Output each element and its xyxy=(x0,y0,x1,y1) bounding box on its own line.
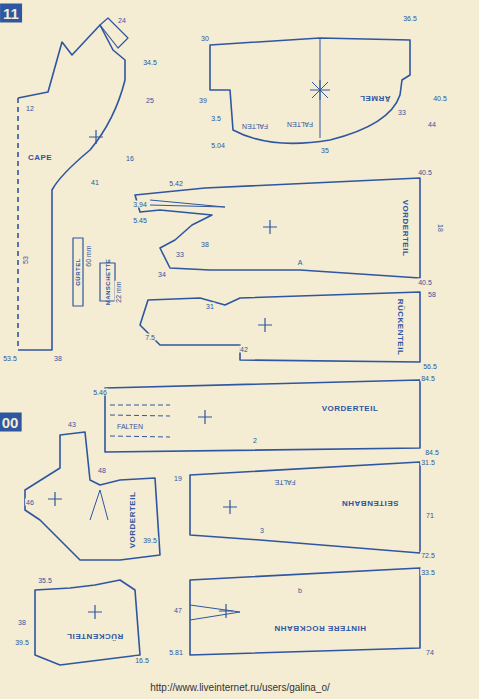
dimension-number: 48 xyxy=(97,467,107,474)
dimension-number: 34 xyxy=(157,271,167,278)
pattern-piece: CAPE xyxy=(28,153,52,162)
dimension-number: b xyxy=(297,587,303,594)
pattern-piece: RÜCKENTEIL xyxy=(396,299,405,356)
dimension-number: 12 xyxy=(25,105,35,112)
dimension-number: 43 xyxy=(67,421,77,428)
pattern-piece: SEITENBAHN xyxy=(341,499,398,508)
dimension-number: 35.5 xyxy=(37,577,53,584)
dimension-number: 58 xyxy=(427,291,437,298)
dimension-number: 84.5 xyxy=(420,375,436,382)
dimension-number: 53 xyxy=(22,255,29,265)
dimension-number: 7.5 xyxy=(144,334,156,341)
watermark: http://www.liveinternet.ru/users/galina_… xyxy=(149,683,331,693)
piece-name: ÄRMEL xyxy=(360,94,391,103)
dimension-number: FALTE xyxy=(274,479,297,486)
dimension-number: 39 xyxy=(198,97,208,104)
dimension-number: 56.5 xyxy=(422,363,438,370)
pattern-piece: VORDERTEIL xyxy=(401,200,410,257)
dimension-number: 5.45 xyxy=(132,217,148,224)
dimension-number: 5.81 xyxy=(168,649,184,656)
dimension-number: 34.5 xyxy=(142,59,158,66)
dimension-number: 46 xyxy=(25,499,35,506)
dimension-number: 40.5 xyxy=(417,169,433,176)
pattern-piece: RÜCKENTEIL xyxy=(67,632,124,641)
pattern-piece: GÜRTEL xyxy=(75,258,81,286)
pattern-piece: VORDERTEIL xyxy=(128,492,137,549)
dimension-number: 18 xyxy=(437,223,444,233)
dimension-number: 19 xyxy=(173,475,183,482)
piece-name: VORDERTEIL xyxy=(128,492,137,549)
dimension-number: 41 xyxy=(90,179,100,186)
dimension-number: 33.5 xyxy=(420,569,436,576)
dimension-number: 40.5 xyxy=(417,279,433,286)
dimension-number: 33 xyxy=(175,251,185,258)
dimension-number: 39.5 xyxy=(142,537,158,544)
piece-name: SEITENBAHN xyxy=(341,499,398,508)
dimension-number: 84.5 xyxy=(424,449,440,456)
dimension-number: 25 xyxy=(145,97,155,104)
dimension-number: 40.5 xyxy=(432,95,448,102)
dimension-number: 74 xyxy=(425,649,435,656)
pattern-number: 00 xyxy=(0,413,21,432)
dimension-number: FALTEN xyxy=(286,121,314,128)
dimension-number: 5.42 xyxy=(168,180,184,187)
dimension-number: 33 xyxy=(397,109,407,116)
piece-name: RÜCKENTEIL xyxy=(67,632,124,641)
dimension-number: 31 xyxy=(205,303,215,310)
dimension-number: 44 xyxy=(427,121,437,128)
dimension-number: 38 xyxy=(53,355,63,362)
dimension-number: FALTEN xyxy=(241,123,269,130)
dimension-number: 5.46 xyxy=(92,389,108,396)
piece-name: GÜRTEL xyxy=(75,258,81,286)
dimension-number: FALTEN xyxy=(116,423,144,430)
pattern-piece: ÄRMEL xyxy=(360,94,391,103)
dimension-number: 38 xyxy=(200,241,210,248)
dimension-number: 16.5 xyxy=(134,657,150,664)
piece-name: MANSCHETTE xyxy=(105,259,111,306)
dimension-number: 53.5 xyxy=(2,355,18,362)
dimension-number: 36.5 xyxy=(402,15,418,22)
dimension-number: A xyxy=(297,259,304,266)
dimension-number: 22 mm xyxy=(115,280,122,303)
piece-name: VORDERTEIL xyxy=(322,404,379,413)
dimension-number: 3.5 xyxy=(210,115,222,122)
dimension-number: 47 xyxy=(173,607,183,614)
piece-name: VORDERTEIL xyxy=(401,200,410,257)
piece-name: 11 xyxy=(3,5,19,22)
piece-name: CAPE xyxy=(28,153,52,162)
pattern-piece: MANSCHETTE xyxy=(105,259,111,306)
dimension-number: 39.5 xyxy=(14,639,30,646)
dimension-number: 42 xyxy=(239,346,249,353)
pattern-piece: HINTERE ROCKBAHN xyxy=(274,624,366,633)
dimension-number: 2 xyxy=(252,437,258,444)
dimension-number: 31.5 xyxy=(420,459,436,466)
dimension-number: 38 xyxy=(17,619,27,626)
dimension-number: 30 xyxy=(200,35,210,42)
pattern-number: 11 xyxy=(0,4,22,23)
dimension-number: 35 xyxy=(320,147,330,154)
dimension-number: 16 xyxy=(125,155,135,162)
dimension-number: 71 xyxy=(425,512,435,519)
dimension-number: 5.04 xyxy=(210,142,226,149)
piece-name: RÜCKENTEIL xyxy=(396,299,405,356)
dimension-number: 72.5 xyxy=(420,552,436,559)
piece-name: HINTERE ROCKBAHN xyxy=(274,624,366,633)
pattern-piece: VORDERTEIL xyxy=(322,404,379,413)
dimension-number: 3.94 xyxy=(132,201,148,208)
dimension-number: 60 mm xyxy=(85,244,92,267)
dimension-number: 24 xyxy=(117,17,127,24)
dimension-number: 3 xyxy=(259,527,265,534)
piece-name: 00 xyxy=(2,414,19,431)
